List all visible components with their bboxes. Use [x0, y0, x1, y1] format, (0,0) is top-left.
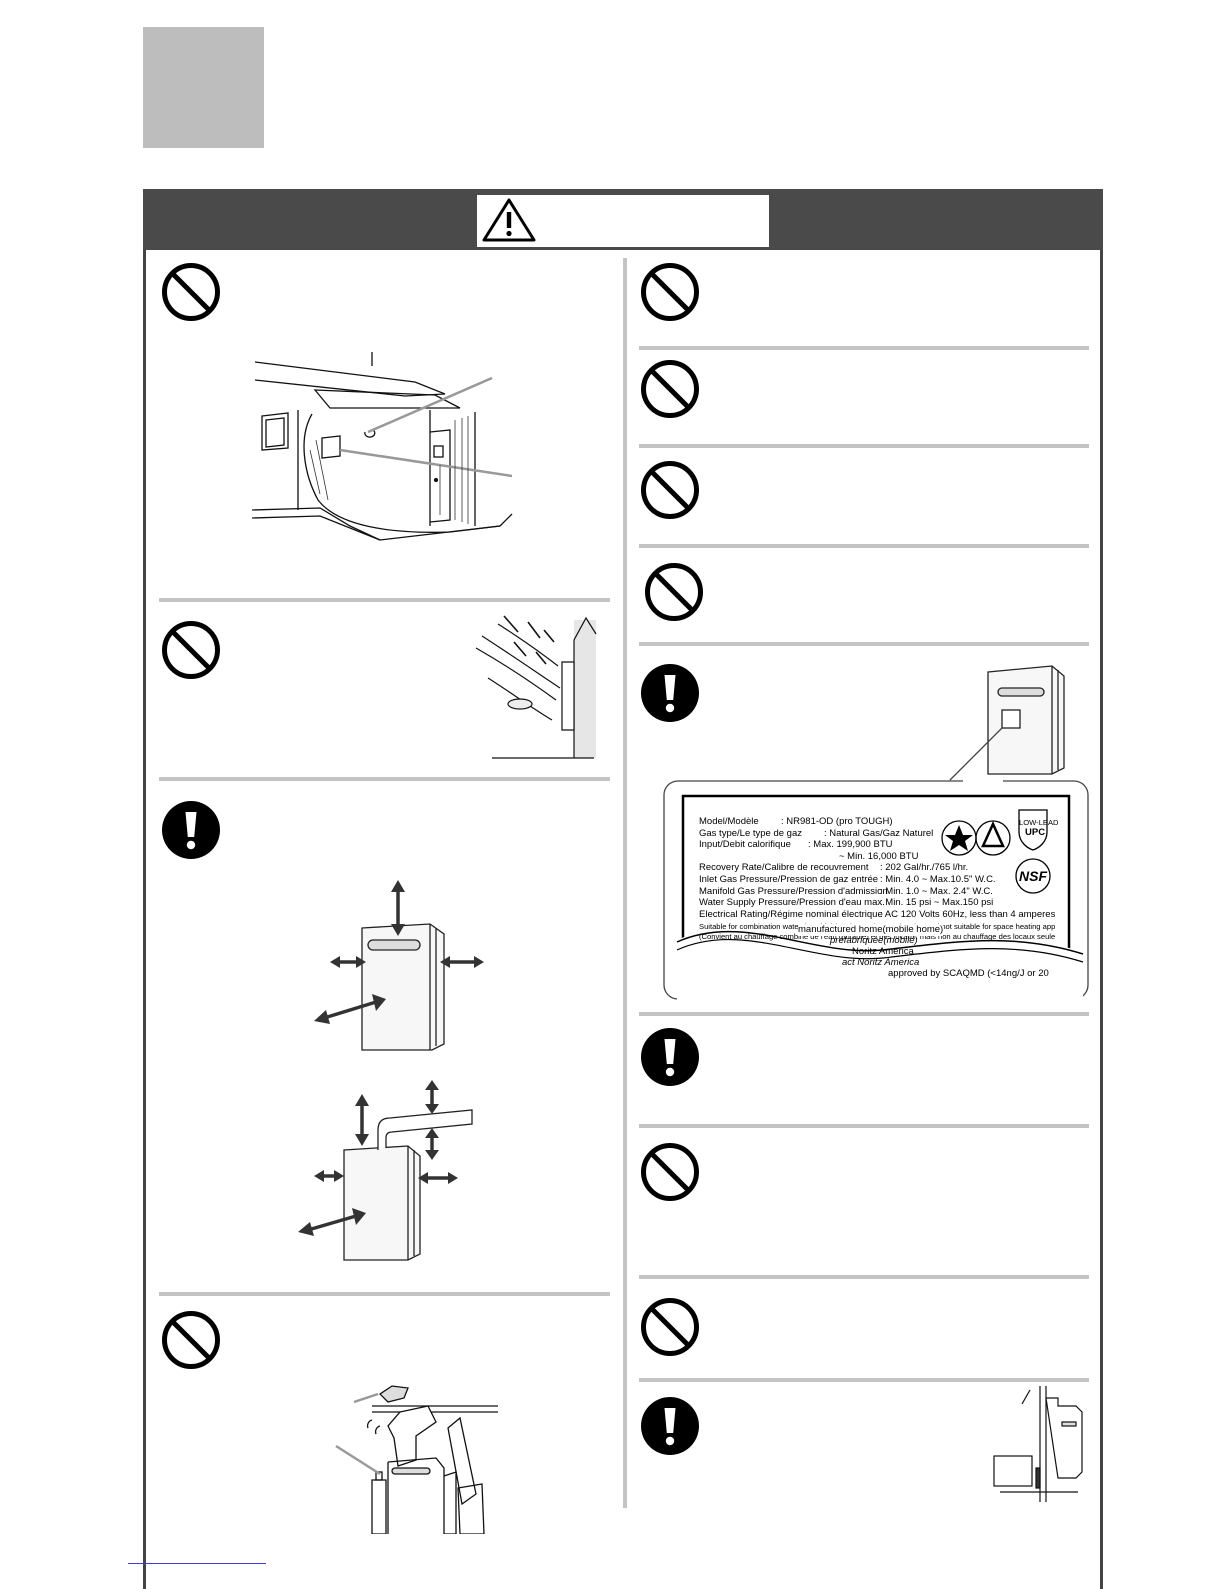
label-key: Water Supply Pressure/Pression d'eau max…: [699, 897, 885, 909]
label-key: Gas type/Le type de gaz: [699, 827, 802, 839]
exclamation-icon: [162, 801, 220, 859]
label-value: : Natural Gas/Gaz Naturel: [824, 827, 934, 839]
wind-rain-illustration: [475, 615, 597, 759]
label-value: : Max. 199,900 BTU: [808, 839, 893, 851]
label-fragment: Noritz America: [852, 946, 914, 957]
label-value: : Min. 1.0 ~ Max. 2.4" W.C.: [880, 885, 993, 897]
divider: [639, 1275, 1089, 1279]
label-key: Model/Modèle: [699, 816, 759, 827]
upc-badge: UPC: [1025, 827, 1046, 838]
divider: [159, 777, 610, 781]
label-value: ~ Min. 16,000 BTU: [839, 850, 919, 862]
house-enclosure-illustration: [251, 352, 513, 541]
rating-label-location-illustration: [949, 665, 1065, 781]
label-note: (Convient au chauffage combiné de l'eau …: [699, 932, 1055, 941]
label-key: Inlet Gas Pressure/Pression de gaz entré…: [699, 873, 879, 885]
label-value: : AC 120 Volts 60Hz, less than 4 amperes: [880, 908, 1056, 920]
label-value: : 202 Gal/hr./765 l/hr.: [880, 862, 969, 874]
label-value: : NR981-OD (pro TOUGH): [781, 816, 893, 827]
label-value: : Min. 4.0 ~ Max.10.5" W.C.: [880, 873, 996, 885]
prohibited-circle-icon: [162, 621, 220, 679]
clearance-diagram-unit: [314, 880, 484, 1051]
divider: [159, 1292, 610, 1296]
section-tab: [143, 27, 264, 148]
rating-label-lines: Model/Modèle : NR981-OD (pro TOUGH) Gas t…: [699, 816, 1055, 920]
nsf-badge: NSF: [1019, 868, 1047, 884]
rating-label-panel: [663, 780, 1089, 1002]
divider: [639, 444, 1089, 448]
clearance-diagram-unit-pipe: [298, 1080, 473, 1261]
label-key: [699, 851, 839, 863]
label-value: : Min. 15 psi ~ Max.150 psi: [880, 897, 994, 909]
label-key: Manifold Gas Pressure/Pression d'admissi…: [699, 885, 888, 897]
label-fragment: approved by SCAQMD (<14ng/J or 20: [888, 968, 1049, 979]
prohibited-circle-icon: [641, 360, 699, 418]
divider: [639, 346, 1089, 350]
prohibited-circle-icon: [162, 263, 220, 321]
label-key: Input/Debit calorifique: [699, 839, 791, 851]
label-fragment: act Noritz America: [842, 957, 920, 968]
prohibited-circle-icon: [641, 461, 699, 519]
divider: [639, 1012, 1089, 1016]
divider: [639, 642, 1089, 646]
label-fragment: manufactured home(mobile home): [798, 924, 944, 936]
warning-title-box: [477, 195, 769, 247]
exclamation-icon: [641, 1397, 699, 1455]
prohibited-circle-icon: [641, 1298, 699, 1356]
low-lead-badge: LOW-LEAD: [1019, 818, 1059, 827]
prohibited-circle-icon: [162, 1311, 220, 1369]
divider: [639, 544, 1089, 548]
label-key: Recovery Rate/Calibre de recouvrement: [699, 862, 869, 874]
label-key: Electrical Rating/Régime nominal électri…: [699, 908, 883, 920]
divider: [639, 1378, 1089, 1382]
column-divider: [623, 258, 627, 1508]
warning-triangle-icon: [482, 198, 536, 242]
warning-frame: [143, 189, 1103, 1589]
prohibited-circle-icon: [641, 1143, 699, 1201]
divider: [159, 598, 610, 602]
label-fragment: préfabriquée(mobile): [830, 935, 918, 946]
piping-diagram-illustration: [993, 1386, 1083, 1502]
divider: [639, 1124, 1089, 1128]
exclamation-icon: [641, 1028, 699, 1086]
prohibited-circle-icon: [645, 563, 703, 621]
footer-link[interactable]: [128, 1563, 266, 1564]
prohibited-circle-icon: [641, 263, 699, 321]
laundry-hazard-illustration: [335, 1385, 498, 1534]
exclamation-icon: [641, 664, 699, 722]
